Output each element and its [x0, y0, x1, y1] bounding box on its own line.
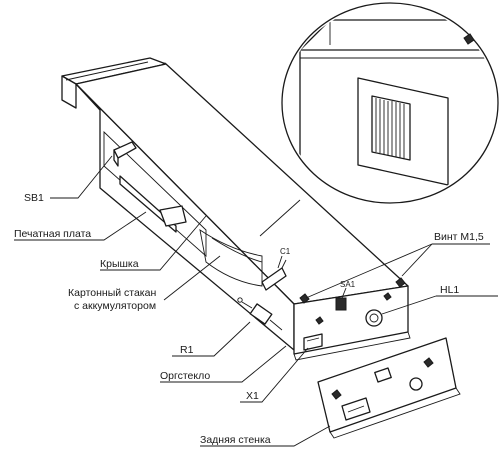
- label-sb1: SB1: [24, 192, 44, 204]
- detail-switch-slider: [371, 95, 411, 161]
- back-wall-plate: [317, 337, 461, 439]
- leader-lid: [100, 215, 207, 271]
- leader-sb1: [50, 155, 113, 199]
- labels: SB1 Печатная плата Крышка Картонный стак…: [14, 192, 484, 446]
- rear-mark-right-icon: [383, 292, 392, 301]
- label-plexiglass: Оргстекло: [160, 370, 210, 382]
- front-bezel-side: [61, 75, 77, 109]
- back-wall-screw-left-icon: [331, 389, 342, 400]
- label-battery-cup-line1: Картонный стакан: [68, 287, 156, 299]
- detail-screw-icon: [463, 33, 475, 45]
- label-hl1: HL1: [440, 284, 459, 296]
- leader-plexiglass: [160, 345, 287, 383]
- resistor-r1: [237, 297, 283, 331]
- label-lid: Крышка: [100, 258, 139, 270]
- leader-sa1: [341, 287, 347, 299]
- pcb-component: [159, 205, 187, 227]
- label-screw: Винт М1,5: [434, 231, 484, 243]
- leader-c1: [277, 255, 283, 269]
- leader-back-wall: [200, 425, 331, 447]
- leader-x1: [240, 347, 309, 403]
- hl1-led: [365, 309, 383, 327]
- rear-screw-right-icon: [395, 277, 406, 288]
- detail-circle-outline: [281, 2, 499, 204]
- leader-lines: [14, 155, 498, 447]
- device-housing: [61, 57, 411, 361]
- label-c1: C1: [280, 247, 291, 256]
- label-back-wall: Задняя стенка: [200, 434, 271, 446]
- detail-switch-window: [357, 77, 449, 186]
- leader-r1: [172, 321, 251, 357]
- rear-mark-left-icon: [315, 316, 324, 325]
- label-sa1: SA1: [340, 280, 356, 289]
- leader-hl1: [381, 295, 437, 315]
- battery-cup: [199, 229, 263, 287]
- rear-screw-left-icon: [299, 293, 310, 304]
- back-wall-switch-cutout: [374, 367, 392, 383]
- leader-screw-left: [305, 243, 433, 299]
- capacitor-c1: [261, 267, 287, 291]
- back-wall-led-hole: [409, 377, 423, 391]
- pcb-board: [119, 175, 177, 233]
- leader-detail-connection: [259, 199, 301, 237]
- leader-battery-cup: [163, 255, 221, 301]
- leader-pcb: [14, 211, 147, 241]
- label-battery-cup-line2: с аккумулятором: [74, 300, 156, 312]
- label-x1: X1: [246, 390, 259, 402]
- label-r1: R1: [180, 344, 194, 356]
- detail-switch-ribs: [375, 98, 405, 159]
- sa1-switch: [335, 297, 347, 311]
- label-pcb: Печатная плата: [14, 228, 91, 240]
- back-wall-screw-right-icon: [423, 357, 434, 368]
- detail-callout-circle: [281, 2, 499, 204]
- cutaway-window: [103, 130, 207, 257]
- leader-screw-right: [401, 243, 433, 277]
